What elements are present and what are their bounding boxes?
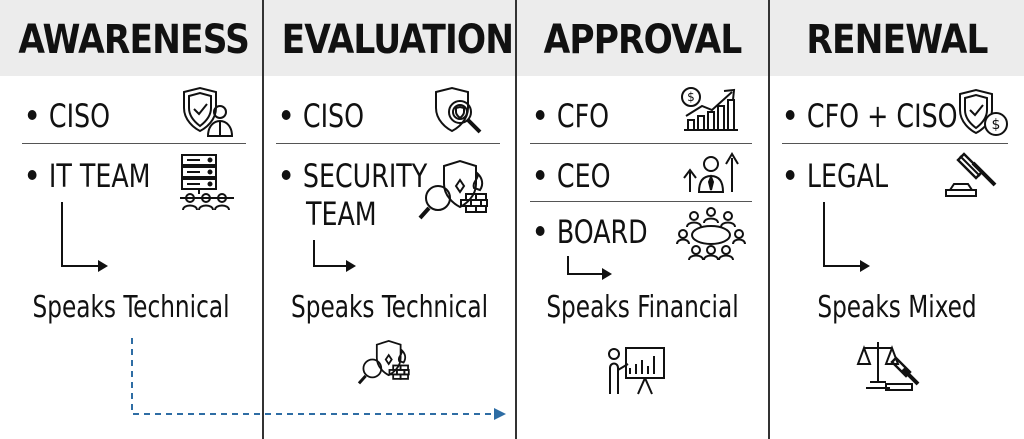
speaks-label: Speaks Technical bbox=[32, 290, 230, 325]
gavel-icon bbox=[940, 150, 1000, 202]
bullet bbox=[281, 110, 291, 120]
flow-arrow bbox=[567, 256, 612, 280]
row-separator bbox=[22, 143, 246, 144]
bullet bbox=[535, 226, 545, 236]
row-separator bbox=[530, 143, 752, 144]
bullet bbox=[27, 110, 37, 120]
presentation-chart-icon bbox=[606, 344, 666, 396]
speaks-label: Speaks Technical bbox=[290, 290, 489, 325]
role-label: IT TEAM bbox=[48, 157, 151, 195]
role-cfo-ciso: CFO + CISO bbox=[784, 98, 958, 134]
role-legal: LEGAL bbox=[784, 158, 888, 194]
role-ciso: CISO bbox=[280, 98, 364, 134]
board-table-icon bbox=[676, 206, 746, 260]
speaks-label: Speaks Mixed bbox=[817, 290, 977, 325]
role-ciso: CISO bbox=[26, 98, 110, 134]
role-label: SECURITY bbox=[302, 157, 428, 195]
server-team-icon bbox=[176, 152, 240, 214]
flow-arrow bbox=[823, 202, 870, 272]
shield-dollar-icon: $ bbox=[956, 88, 1010, 138]
column-divider bbox=[262, 0, 264, 439]
column-title: AWARENESS bbox=[18, 17, 250, 63]
role-security-team: SECURITY bbox=[280, 158, 427, 194]
flow-arrow bbox=[313, 240, 356, 272]
row-separator bbox=[782, 143, 1008, 144]
role-label: TEAM bbox=[306, 195, 377, 233]
role-label: CFO + CISO bbox=[806, 97, 958, 135]
column-title: APPROVAL bbox=[543, 17, 743, 63]
flow-arrow bbox=[61, 202, 108, 272]
role-label: BOARD bbox=[556, 213, 648, 251]
bullet bbox=[785, 110, 795, 120]
scales-gavel-icon bbox=[856, 338, 920, 392]
row-separator bbox=[276, 143, 500, 144]
firewall-magnifier-icon bbox=[416, 158, 494, 226]
role-label: CEO bbox=[556, 157, 611, 195]
executive-growth-icon bbox=[682, 150, 740, 196]
bullet bbox=[535, 110, 545, 120]
role-label: LEGAL bbox=[806, 157, 889, 195]
bullet bbox=[27, 170, 37, 180]
role-cfo: CFO bbox=[534, 98, 609, 134]
column-title: RENEWAL bbox=[806, 17, 988, 63]
finance-growth-icon: $ bbox=[680, 86, 740, 136]
firewall-magnifier-icon bbox=[356, 338, 414, 390]
shield-person-icon bbox=[176, 86, 238, 138]
role-it-team: IT TEAM bbox=[26, 158, 151, 194]
role-label: CFO bbox=[556, 97, 610, 135]
column-divider bbox=[515, 0, 517, 439]
speaks-label: Speaks Financial bbox=[546, 290, 739, 325]
role-label: CISO bbox=[48, 97, 111, 135]
column-title: EVALUATION bbox=[281, 17, 514, 63]
role-ceo: CEO bbox=[534, 158, 611, 194]
header-band bbox=[0, 0, 1024, 76]
svg-text:$: $ bbox=[687, 90, 695, 104]
svg-text:$: $ bbox=[992, 117, 1001, 133]
bullet bbox=[785, 170, 795, 180]
shield-magnifier-icon bbox=[430, 86, 490, 138]
column-divider bbox=[768, 0, 770, 439]
role-label: CISO bbox=[302, 97, 365, 135]
bullet bbox=[535, 170, 545, 180]
role-board: BOARD bbox=[534, 214, 648, 250]
bullet bbox=[281, 170, 291, 180]
row-separator bbox=[530, 201, 752, 202]
role-security-team-line2: TEAM bbox=[306, 196, 377, 232]
